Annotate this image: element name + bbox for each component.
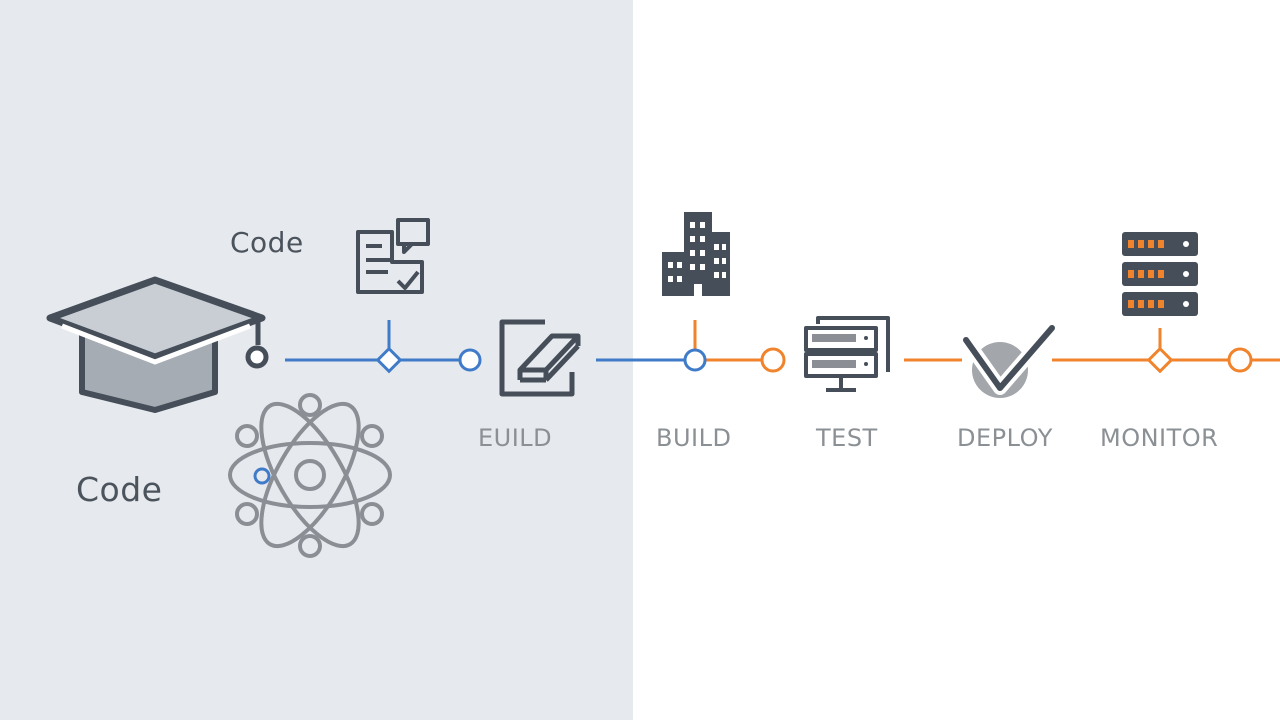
- build-label-2: BUILD: [656, 424, 732, 452]
- deploy-label: DEPLOY: [957, 424, 1053, 452]
- graduation-cap-icon: [46, 276, 269, 413]
- build-label-1: EUILD: [478, 424, 553, 452]
- test-label: TEST: [816, 424, 878, 452]
- server-rack-icon: [1122, 232, 1198, 316]
- circle-node-1: [458, 348, 482, 372]
- diamond-node-2: [1146, 346, 1174, 374]
- code-label-large: Code: [76, 470, 163, 509]
- office-building-icon: [662, 212, 730, 296]
- document-checklist-icon: [356, 218, 430, 294]
- pipeline-line-orange: [693, 320, 1280, 362]
- checkmark-badge-icon: [959, 321, 1059, 398]
- circle-node-3: [760, 347, 786, 373]
- atom-icon: [228, 393, 392, 558]
- monitor-label: MONITOR: [1100, 424, 1219, 452]
- circle-node-2: [683, 348, 707, 372]
- code-label-small: Code: [230, 226, 304, 259]
- circle-node-4: [1227, 347, 1253, 373]
- monitor-stack-icon: [804, 316, 890, 392]
- pencil-block-icon: [499, 319, 581, 397]
- diamond-node-1: [375, 346, 403, 374]
- pipeline-line-blue-1: [285, 320, 460, 362]
